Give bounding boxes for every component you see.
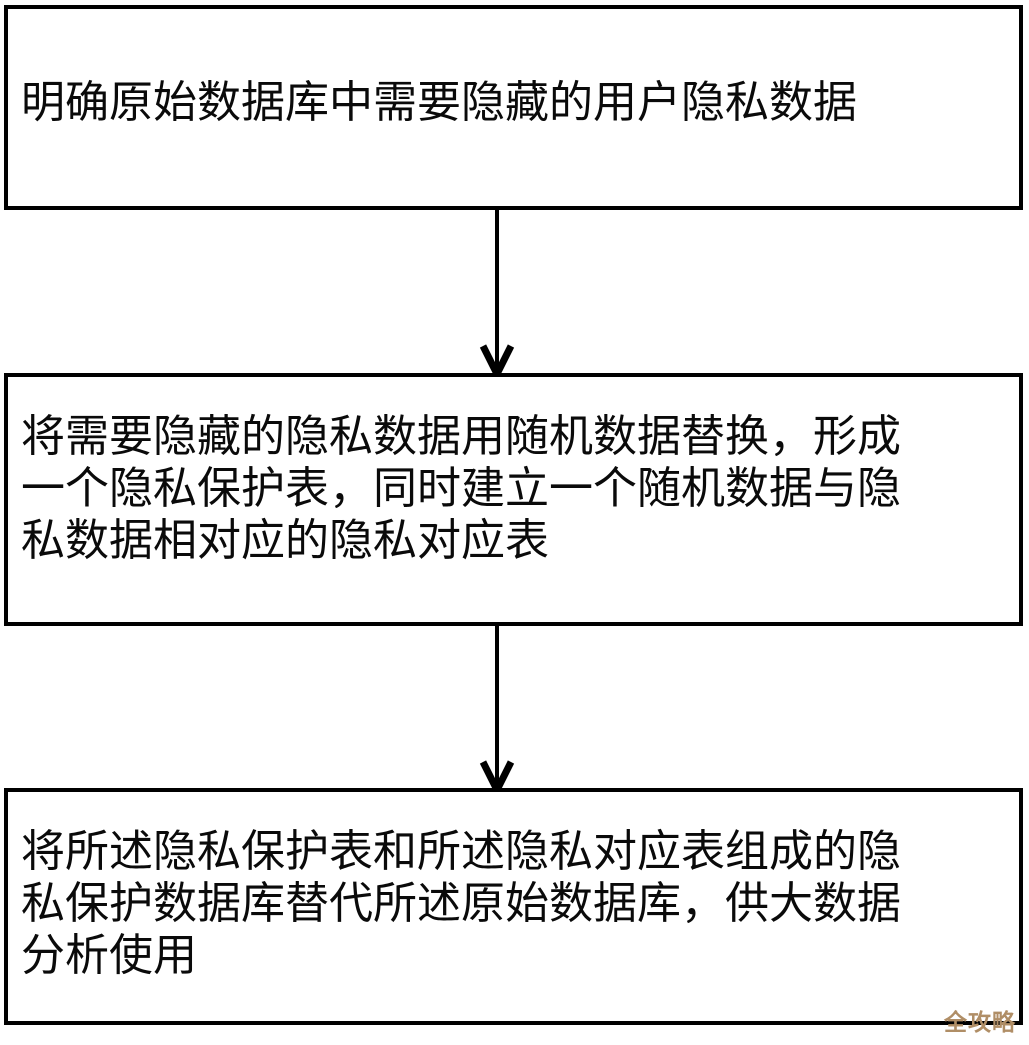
watermark-label: 全攻略 (944, 1010, 1016, 1036)
flowchart-node-step-2-label: 将需要隐藏的隐私数据用随机数据替换，形成 一个隐私保护表，同时建立一个随机数据与… (21, 411, 901, 566)
flowchart-arrow-step2-to-step3 (470, 622, 526, 792)
flowchart-arrow-step1-to-step2 (470, 206, 526, 376)
flowchart-node-step-2: 将需要隐藏的隐私数据用随机数据替换，形成 一个隐私保护表，同时建立一个随机数据与… (4, 373, 1023, 626)
flowchart-node-step-3: 将所述隐私保护表和所述隐私对应表组成的隐 私保护数据库替代所述原始数据库，供大数… (4, 788, 1023, 1025)
flowchart-node-step-1: 明确原始数据库中需要隐藏的用户隐私数据 (4, 5, 1023, 210)
flowchart-node-step-1-label: 明确原始数据库中需要隐藏的用户隐私数据 (21, 77, 857, 128)
flowchart-node-step-3-label: 将所述隐私保护表和所述隐私对应表组成的隐 私保护数据库替代所述原始数据库，供大数… (21, 826, 901, 981)
